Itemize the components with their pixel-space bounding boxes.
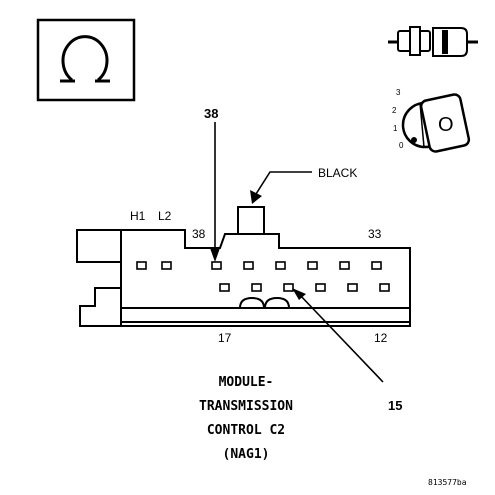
pin-label-17: 17 [218,331,232,345]
callout-arrow-15 [292,288,384,383]
callout-arrow-38 [210,122,220,262]
title-line-4: (NAG1) [223,447,270,462]
cavity-row-top [136,261,382,270]
cavity-row-bottom [219,283,390,292]
pin-label-38: 38 [192,227,206,241]
key-letter: O [438,114,454,136]
omega-symbol-icon [36,18,136,102]
ignition-position-2: 2 [392,106,397,115]
ignition-position-0: 0 [399,141,404,150]
figure-code: 813577ba [428,478,467,487]
title-line-3: CONTROL C2 [207,423,285,438]
ignition-key-icon: 3 2 1 0 O [392,88,471,153]
callout-label-15: 15 [388,398,402,413]
connector-title: MODULE- TRANSMISSION CONTROL C2 (NAG1) [199,375,293,462]
connector-body [76,206,411,327]
callout-label-black: BLACK [318,166,357,180]
callout-label-38: 38 [204,106,218,121]
callout-arrow-black [250,171,312,204]
title-line-2: TRANSMISSION [199,399,293,414]
title-line-1: MODULE- [219,375,274,390]
pin-label-h1: H1 [130,209,146,223]
connector-plug-icon [388,26,478,57]
ignition-position-3: 3 [396,88,401,97]
ignition-position-1: 1 [393,124,398,133]
pin-label-l2: L2 [158,209,172,223]
pin-label-33: 33 [368,227,382,241]
pin-label-12: 12 [374,331,388,345]
